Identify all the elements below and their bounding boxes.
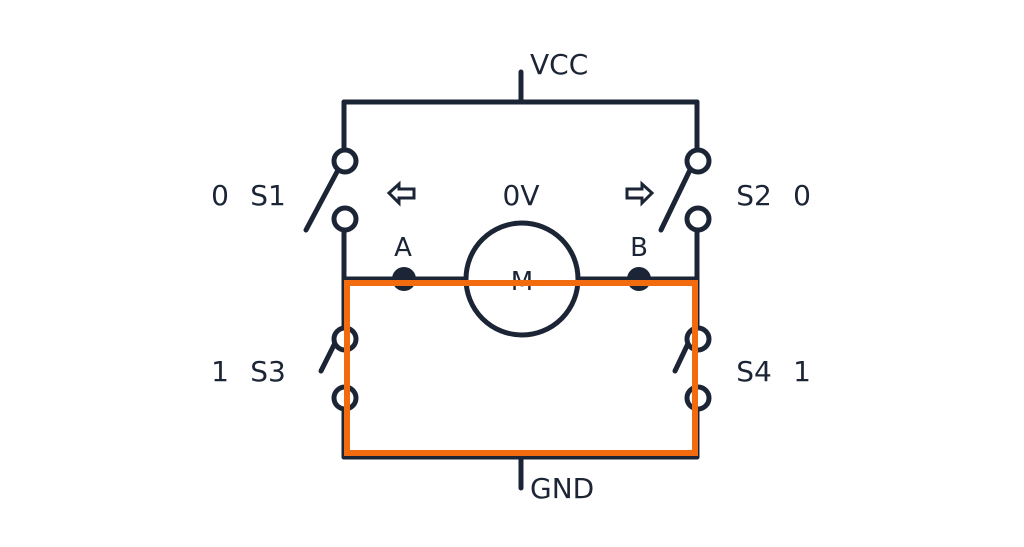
switch-s1-blade [303, 167, 341, 233]
switch-s2-state: 0 [793, 179, 811, 212]
gnd-wire [341, 454, 700, 491]
vcc-wire [341, 69, 700, 105]
switch-s2 [658, 147, 712, 233]
switch-s2-label: S2 [736, 179, 772, 212]
switch-s1-label: S1 [250, 179, 286, 212]
left-arrow-icon [386, 180, 416, 207]
switch-s2-top-terminal [684, 147, 712, 175]
switch-s3 [318, 325, 359, 412]
switch-s1 [303, 147, 359, 233]
circuit-wires [341, 69, 700, 491]
switch-s2-blade [658, 167, 693, 233]
switch-s4-label: S4 [736, 355, 772, 388]
node-a-dot [392, 267, 416, 291]
switch-s1-state: 0 [211, 179, 229, 212]
switch-s3-label: S3 [250, 355, 286, 388]
node-b-label: B [630, 233, 648, 263]
switch-s1-bottom-terminal [331, 205, 359, 233]
switch-s1-top-terminal [331, 147, 359, 175]
voltage-label: 0V [503, 179, 540, 212]
motor-circle [463, 220, 581, 338]
vcc-label: VCC [530, 48, 588, 81]
right-arrow-icon [625, 180, 655, 207]
switch-s3-state: 1 [211, 355, 229, 388]
gnd-label: GND [530, 472, 594, 505]
node-b-dot [627, 267, 651, 291]
switch-s4-state: 1 [793, 355, 811, 388]
highlight-box [344, 280, 698, 456]
switch-s2-bottom-terminal [684, 205, 712, 233]
node-a-label: A [394, 233, 412, 263]
